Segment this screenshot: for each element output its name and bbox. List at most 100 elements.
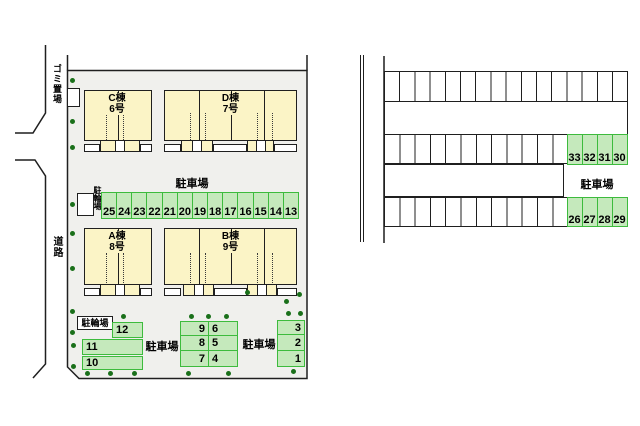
tree-dot — [70, 202, 75, 207]
tree-dot — [286, 311, 291, 316]
parking-space-4: 4 — [208, 350, 238, 367]
tree-dot — [108, 371, 113, 376]
right-lot-stall-row-bottom — [383, 196, 568, 227]
parking-space-31: 31 — [596, 133, 613, 165]
entrance-path — [271, 253, 273, 283]
parking-space-5: 5 — [208, 335, 238, 351]
parking-space-12: 12 — [112, 322, 143, 338]
building-b-porch — [247, 284, 277, 296]
building-c-label: C棟 6号 — [102, 93, 132, 115]
tree-dot — [70, 266, 75, 271]
building-d-label: D棟 7号 — [215, 93, 246, 115]
tree-dot — [70, 330, 75, 335]
parking-space: 21 — [161, 192, 178, 219]
tree-dot — [284, 299, 289, 304]
parking-space: 20 — [176, 192, 193, 219]
building-a-porch — [100, 284, 140, 296]
entrance-path — [271, 113, 273, 140]
entrance-path — [106, 253, 107, 283]
tree-dot — [70, 119, 75, 124]
parking-space-9: 9 — [180, 321, 209, 336]
tree-dot — [85, 371, 90, 376]
tree-dot — [70, 78, 75, 83]
parking-space: 14 — [267, 192, 284, 219]
entrance-path — [123, 253, 124, 283]
tree-dot — [70, 231, 75, 236]
parking-space-1: 1 — [277, 350, 305, 367]
tree-dot — [70, 309, 75, 314]
bicycle-parking-label-upper: 駐輪場 — [93, 186, 102, 210]
parking-space: 17 — [222, 192, 239, 219]
parking-space-29: 29 — [611, 196, 628, 227]
tree-dot — [121, 314, 126, 319]
parking-space: 25 — [101, 192, 118, 219]
parking-lot-label-right-lot: 駐車場 — [580, 179, 614, 191]
parking-space: 15 — [252, 192, 269, 219]
parking-space: 16 — [237, 192, 254, 219]
parking-space-3: 3 — [277, 320, 305, 335]
parking-space-10: 10 — [82, 356, 143, 370]
parking-space-26: 26 — [566, 196, 583, 227]
parking-space-7: 7 — [180, 350, 209, 367]
entrance-path — [256, 113, 258, 140]
tree-dot — [226, 371, 231, 376]
parking-space-2: 2 — [277, 334, 305, 351]
building-c-porch — [100, 140, 140, 152]
building-b-porch — [183, 284, 214, 296]
right-lot-stall-row-middle — [383, 134, 568, 164]
tree-dot — [70, 145, 75, 150]
tree-dot — [206, 314, 211, 319]
tree-dot — [132, 371, 137, 376]
garbage-area-label: ゴミ置場 — [52, 64, 62, 104]
parking-space: 24 — [116, 192, 133, 219]
entrance-path — [189, 253, 191, 283]
tree-dot — [189, 314, 194, 319]
parking-lot-label-lower-right: 駐車場 — [242, 339, 276, 351]
parking-space: 13 — [282, 192, 300, 219]
right-lot-aisle-1 — [383, 101, 628, 135]
building-a-label: A棟 8号 — [102, 231, 132, 253]
tree-dot — [71, 364, 76, 369]
parking-space-27: 27 — [581, 196, 598, 227]
road-edge-upper — [15, 45, 47, 134]
tree-dot — [71, 343, 76, 348]
road-edge-lower — [15, 159, 47, 379]
tree-dot — [297, 292, 302, 297]
parking-space: 18 — [207, 192, 224, 219]
building-b-label: B棟 9号 — [215, 231, 246, 253]
right-lot-stall-row-top — [384, 70, 628, 102]
building-d-porch — [181, 140, 213, 152]
garbage-box — [67, 88, 80, 107]
parking-block-middle: 9 6 8 5 7 4 — [180, 321, 238, 367]
building-d-porch — [247, 140, 274, 152]
parking-row-upper: 25 24 23 22 21 20 19 18 17 16 15 14 13 — [101, 192, 300, 219]
parking-block-right: 3 2 1 — [277, 320, 305, 367]
entrance-path — [204, 253, 206, 283]
parking-lot-label-upper: 駐車場 — [175, 178, 209, 190]
parking-space-8: 8 — [180, 335, 209, 351]
parking-space-32: 32 — [581, 133, 598, 165]
entrance-path — [256, 253, 258, 283]
parking-space-11: 11 — [82, 339, 143, 355]
parking-space-30: 30 — [611, 133, 628, 165]
entrance-path — [106, 113, 107, 140]
tree-dot — [245, 290, 250, 295]
right-lot-aisle-2 — [383, 163, 564, 197]
parking-space: 23 — [131, 192, 148, 219]
parking-lot-label-lower-left: 駐車場 — [145, 341, 179, 353]
building-c — [84, 90, 152, 141]
road-label: 道路 — [51, 236, 62, 258]
bicycle-parking-box — [77, 193, 94, 216]
bicycle-parking-label-lower: 駐輪場 — [77, 316, 113, 330]
tree-dot — [291, 369, 296, 374]
entrance-path — [123, 113, 124, 140]
entrance-path — [204, 113, 206, 140]
parking-space-33: 33 — [566, 133, 583, 165]
parking-space: 22 — [146, 192, 163, 219]
parking-space-28: 28 — [596, 196, 613, 227]
tree-dot — [224, 314, 229, 319]
parking-space: 19 — [191, 192, 209, 219]
parking-space-6: 6 — [208, 321, 238, 336]
tree-dot — [186, 371, 191, 376]
